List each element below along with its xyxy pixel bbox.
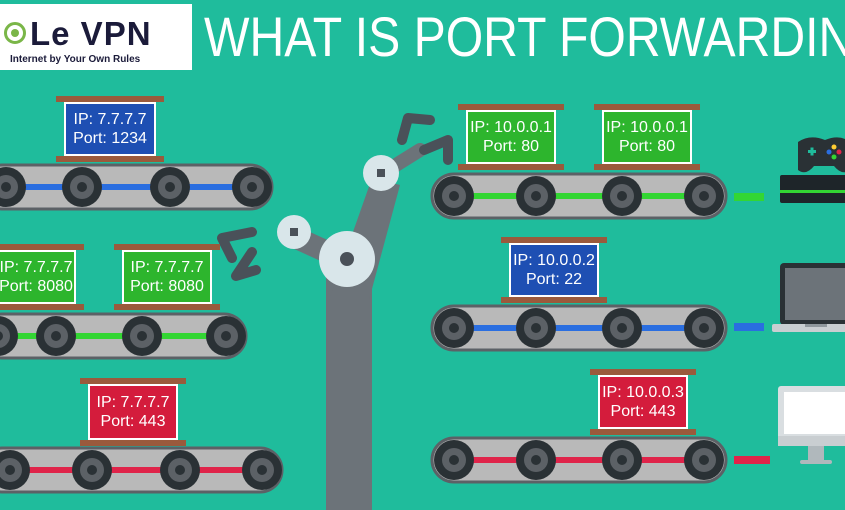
conveyor-belt — [0, 448, 282, 492]
green-link-connector — [734, 193, 764, 201]
red-link-connector — [734, 456, 770, 464]
conveyor-belt — [0, 314, 246, 358]
conveyor-belt — [432, 306, 726, 350]
conveyor-belt — [0, 165, 272, 209]
conveyor-belt — [432, 174, 726, 218]
blue-link-connector — [734, 323, 764, 331]
conveyor-belt — [432, 438, 726, 482]
